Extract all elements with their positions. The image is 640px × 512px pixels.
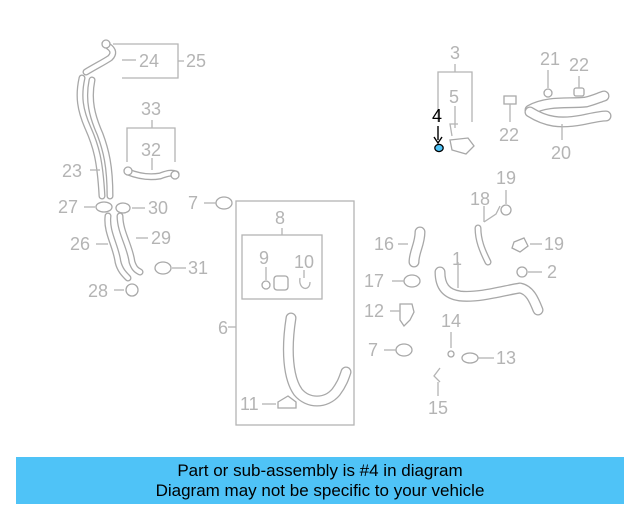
banner-line-disclaimer: Diagram may not be specific to your vehi… — [155, 481, 485, 500]
parts-diagram: 1 2 3 4 5 6 7 7 8 9 10 11 12 13 14 15 16… — [58, 39, 612, 426]
right-cluster — [392, 190, 542, 288]
banner-line-part: Part or sub-assembly is #4 in diagram — [177, 461, 463, 480]
callout-11: 11 — [240, 394, 259, 414]
callout-30: 30 — [148, 198, 168, 218]
callout-32: 32 — [141, 140, 161, 160]
callout-1: 1 — [452, 249, 462, 269]
callout-33: 33 — [141, 99, 161, 119]
upper-right-assembly — [503, 70, 612, 140]
callout-28: 28 — [88, 281, 108, 301]
callout-13: 13 — [496, 348, 516, 368]
callout-5: 5 — [449, 87, 459, 107]
callouts: 1 2 3 4 5 6 7 7 8 9 10 11 12 13 14 15 16… — [58, 43, 589, 418]
callout-4: 4 — [432, 106, 442, 126]
callout-19-right: 19 — [544, 234, 564, 254]
callout-15: 15 — [428, 398, 448, 418]
lower-center-assembly — [384, 303, 494, 396]
callout-9: 9 — [259, 248, 269, 268]
callout-7-top: 7 — [188, 193, 198, 213]
callout-21: 21 — [540, 49, 560, 69]
callout-3: 3 — [450, 43, 460, 63]
callout-8: 8 — [275, 208, 285, 228]
callout-25: 25 — [186, 51, 206, 71]
callout-29: 29 — [151, 228, 171, 248]
upper-left-assembly — [76, 39, 186, 297]
callout-19-top: 19 — [496, 168, 516, 188]
callout-2: 2 — [547, 262, 557, 282]
callout-12: 12 — [364, 301, 384, 321]
callout-22-left: 22 — [499, 125, 519, 145]
callout-18: 18 — [470, 189, 490, 209]
callout-17: 17 — [364, 271, 384, 291]
main-hose-assembly — [434, 262, 544, 316]
callout-10: 10 — [294, 252, 314, 272]
upper-center-assembly — [433, 64, 475, 155]
callout-31: 31 — [188, 258, 208, 278]
callout-16: 16 — [374, 234, 394, 254]
callout-20: 20 — [551, 143, 571, 163]
callout-7-bottom: 7 — [368, 340, 378, 360]
callout-14: 14 — [441, 311, 461, 331]
callout-27: 27 — [58, 197, 78, 217]
center-assembly-box — [204, 196, 355, 426]
callout-22-right: 22 — [569, 55, 589, 75]
callout-6: 6 — [218, 318, 228, 338]
callout-24: 24 — [139, 51, 159, 71]
part-4-o-ring — [434, 143, 444, 153]
callout-26: 26 — [70, 234, 90, 254]
callout-23: 23 — [62, 161, 82, 181]
info-banner: Part or sub-assembly is #4 in diagram Di… — [16, 457, 624, 504]
